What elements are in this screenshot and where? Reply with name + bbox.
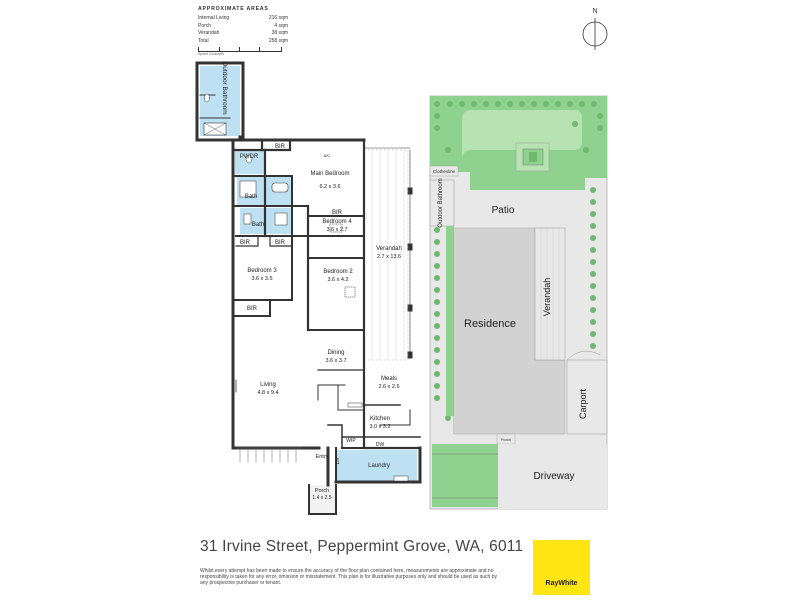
area-row-label: Verandah	[198, 30, 220, 37]
area-row-value: 258 sqm	[268, 37, 288, 44]
main-bedroom-dim: 6.2 x 3.6	[319, 184, 340, 190]
living-label: Living	[260, 382, 276, 388]
raywhite-logo-text: RayWhite	[545, 580, 578, 587]
area-row-label: Internal Living	[198, 15, 230, 22]
site-carport	[566, 359, 608, 435]
outdoor-bathroom-label: Outdoor Bathroom	[221, 61, 228, 114]
kitchen-dim: 3.0 x 3.2	[369, 424, 390, 430]
bedroom3-label: Bedroom 3	[247, 268, 277, 274]
lin-label: Lin	[335, 457, 341, 464]
bedroom3-dim: 3.6 x 3.5	[251, 276, 272, 282]
meals-label: Meals	[381, 376, 397, 382]
site-verandah-label: Verandah	[542, 278, 552, 317]
area-row: Total 258 sqm	[198, 38, 288, 45]
scale-bar	[198, 47, 282, 52]
site-porch-label: Porch	[501, 437, 511, 442]
north-arrow-icon: N	[582, 8, 608, 50]
bedroom2-label: Bedroom 2	[323, 269, 353, 275]
bath-label: Bath	[245, 194, 257, 200]
wip-label: WIP	[346, 438, 356, 444]
site-verandah	[534, 227, 566, 361]
area-row-value: 4 sqm	[274, 22, 288, 29]
site-clothesline-label: Clothesline	[433, 169, 456, 174]
site-carport-label: Carport	[578, 388, 588, 419]
verandah-label: Verandah	[376, 246, 402, 252]
ac-label: A/C	[324, 153, 331, 158]
disclaimer-text: Whilst every attempt has been made to en…	[200, 568, 497, 586]
entry-label: Entry	[316, 454, 329, 460]
bir-main-label: BIR	[275, 144, 286, 150]
raywhite-logo: RayWhite	[533, 540, 590, 595]
area-row: Verandah 38 sqm	[198, 30, 288, 37]
area-legend-heading: APPROXIMATE AREAS	[198, 6, 269, 12]
site-residence-label: Residence	[464, 318, 516, 330]
pwdr-label: PWDR	[240, 154, 259, 160]
porch-dim: 1.4 x 2.5	[312, 495, 331, 501]
area-row-label: Porch	[198, 22, 212, 29]
bir-bed4-label: BIR	[332, 210, 343, 216]
verandah-dim: 2.7 x 13.6	[377, 254, 401, 260]
porch-label: Porch	[315, 488, 329, 494]
kitchen-label: Kitchen	[370, 416, 390, 422]
bedroom4-label: Bedroom 4	[322, 219, 352, 225]
main-bedroom-label: Main Bedroom	[310, 171, 349, 177]
scale-bar-label: Speed Concepts	[198, 52, 224, 56]
site-driveway-label: Driveway	[533, 471, 574, 482]
area-row-value: 216 sqm	[268, 15, 288, 22]
dining-dim: 3.6 x 3.7	[325, 358, 346, 364]
site-driveway	[498, 444, 607, 509]
site-patio-label: Patio	[492, 205, 515, 216]
property-address: 31 Irvine Street, Peppermint Grove, WA, …	[200, 538, 524, 555]
bir-bed3-label: BIR	[247, 306, 258, 312]
bedroom2-dim: 3.6 x 4.2	[327, 277, 348, 283]
bir-right-label: BIR	[275, 240, 286, 246]
area-row-value: 38 sqm	[271, 30, 288, 37]
front-lawn	[432, 444, 498, 507]
bedroom4-dim: 3.6 x 2.7	[326, 227, 347, 233]
laundry-label: Laundry	[368, 463, 390, 469]
site-outdoor-bathroom-label: Outdoor Bathroom	[438, 178, 444, 227]
dining-label: Dining	[327, 350, 344, 356]
bir-left-label: BIR	[240, 240, 251, 246]
area-legend: APPROXIMATE AREAS Internal Living 216 sqm…	[198, 6, 288, 45]
bath2-label: Bath	[252, 222, 264, 228]
living-dim: 4.8 x 9.4	[257, 390, 278, 396]
area-row: Porch 4 sqm	[198, 23, 288, 30]
area-row-label: Total	[198, 37, 209, 44]
area-row: Internal Living 216 sqm	[198, 15, 288, 22]
north-label: N	[592, 8, 597, 15]
dw-label: DW	[376, 442, 385, 448]
meals-dim: 2.6 x 2.6	[378, 384, 399, 390]
